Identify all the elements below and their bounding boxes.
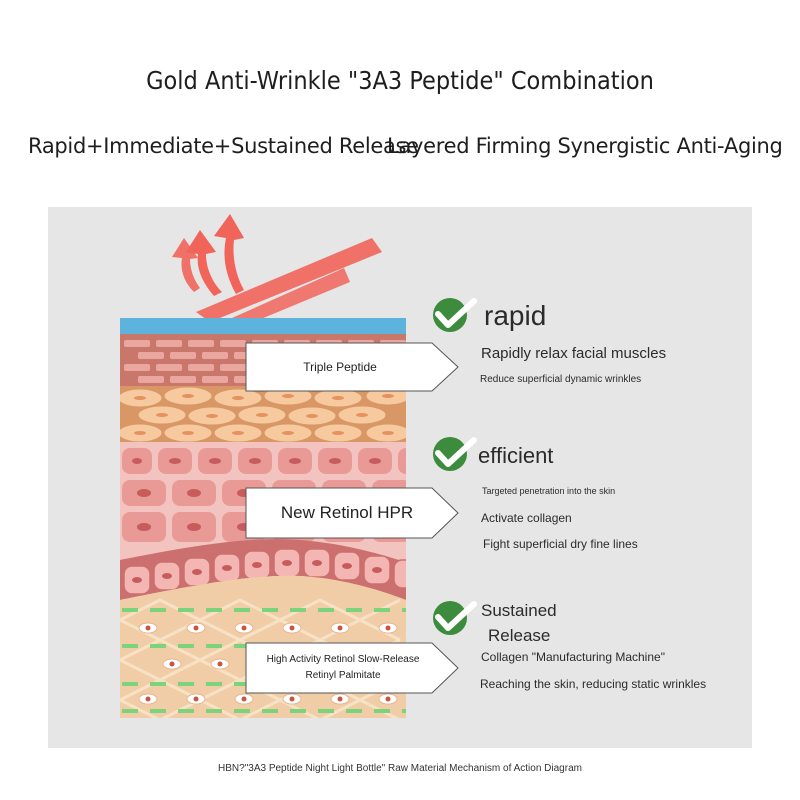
skin-surface xyxy=(120,318,406,336)
ingredient-arrow-box-2 xyxy=(245,487,459,539)
benefit-line: Rapidly relax facial muscles xyxy=(481,345,667,362)
check-circle-icon xyxy=(433,298,477,332)
ingredient-label-3: High Activity Retinol Slow-Release Retin… xyxy=(266,654,420,681)
benefit-heading-efficient: efficient xyxy=(478,443,554,468)
benefit-line: Targeted penetration into the skin xyxy=(482,486,616,496)
check-circle-icon xyxy=(433,601,477,635)
page-title: Gold Anti-Wrinkle "3A3 Peptide" Combinat… xyxy=(146,66,654,95)
ingredient-label-2: New Retinol HPR xyxy=(280,503,414,522)
ingredient-arrow-box-1 xyxy=(245,342,459,392)
ingredient-arrow-box-3 xyxy=(245,642,459,694)
ingredient-label-1: Triple Peptide xyxy=(303,360,377,374)
benefit-line: Fight superficial dry fine lines xyxy=(483,537,638,551)
benefit-heading-sustained: Sustained xyxy=(481,601,557,620)
benefit-line: Reaching the skin, reducing static wrink… xyxy=(480,677,707,691)
check-circle-icon xyxy=(433,437,477,471)
subtitle-right: Layered Firming Synergistic Anti-Aging xyxy=(387,134,783,158)
benefit-line: Reduce superficial dynamic wrinkles xyxy=(480,374,642,385)
benefit-heading-release: Release xyxy=(488,626,551,645)
subtitle-left: Rapid+Immediate+Sustained Release xyxy=(28,134,419,158)
benefit-line: Activate collagen xyxy=(481,511,572,525)
diagram-caption: HBN?"3A3 Peptide Night Light Bottle" Raw… xyxy=(218,763,582,774)
reflect-arrows-icon xyxy=(172,214,382,326)
benefit-heading-rapid: rapid xyxy=(484,300,547,331)
benefit-line: Collagen "Manufacturing Machine" xyxy=(481,650,665,664)
